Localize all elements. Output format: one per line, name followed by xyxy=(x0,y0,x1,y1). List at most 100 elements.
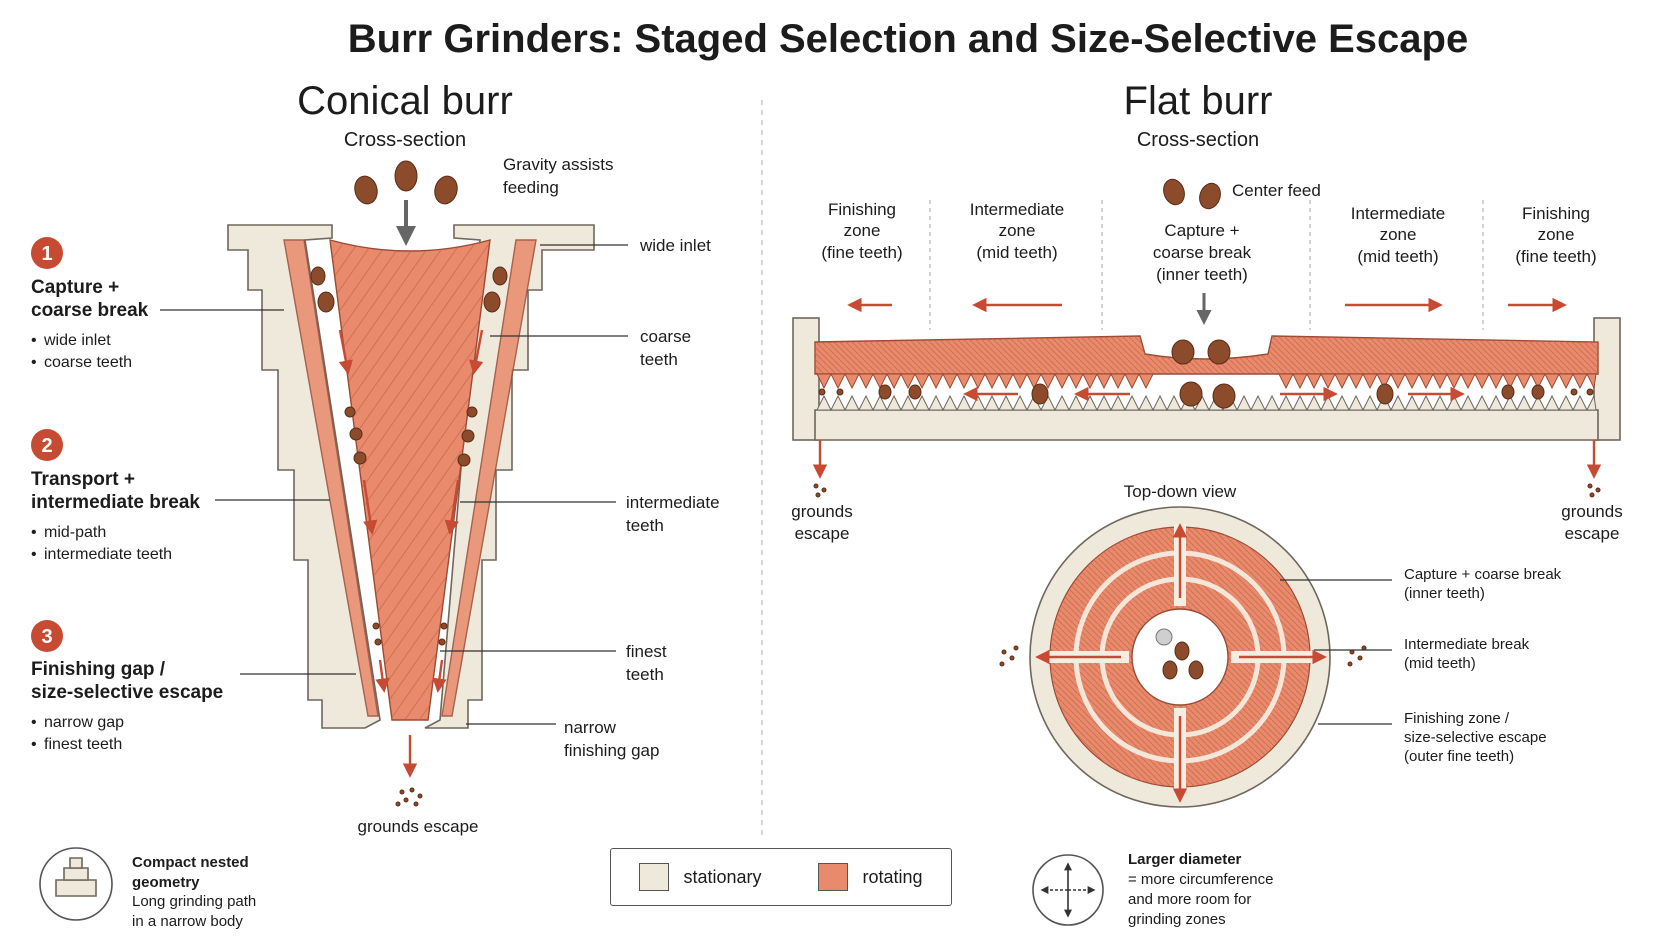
flat-top-teeth xyxy=(816,372,1597,390)
conical-outer-burr-left xyxy=(227,224,381,729)
svg-text:•: • xyxy=(31,736,37,753)
svg-text:geometry: geometry xyxy=(132,874,200,891)
svg-text:zone: zone xyxy=(1380,225,1417,244)
svg-text:2: 2 xyxy=(41,435,52,457)
svg-text:escape: escape xyxy=(795,524,850,543)
conical-step-3: 3 Finishing gap / size-selective escape … xyxy=(31,620,356,753)
legend-label-rotating: rotating xyxy=(862,866,923,887)
svg-text:Long grinding path: Long grinding path xyxy=(132,893,256,910)
svg-text:(fine teeth): (fine teeth) xyxy=(1515,247,1596,266)
svg-text:wide inlet: wide inlet xyxy=(43,332,111,349)
conical-callouts: wide inlet coarse teeth intermediate tee… xyxy=(440,236,720,760)
svg-text:finest: finest xyxy=(626,642,667,661)
topdown-callouts: Capture + coarse break (inner teeth) Int… xyxy=(1280,566,1562,765)
flat-section: Flat burr Cross-section Center feed Fini… xyxy=(791,79,1622,928)
svg-text:narrow: narrow xyxy=(564,718,617,737)
svg-text:Finishing: Finishing xyxy=(1522,204,1590,223)
svg-text:Finishing: Finishing xyxy=(828,200,896,219)
svg-text:in a narrow body: in a narrow body xyxy=(132,913,243,930)
gravity-label-1: Gravity assists xyxy=(503,155,614,174)
svg-text:Capture +: Capture + xyxy=(31,277,119,298)
svg-text:Intermediate: Intermediate xyxy=(970,200,1065,219)
svg-text:teeth: teeth xyxy=(640,350,678,369)
legend-item-rotating: rotating xyxy=(818,863,923,891)
callout-wide-inlet: wide inlet xyxy=(639,236,711,255)
svg-text:zone: zone xyxy=(999,221,1036,240)
svg-text:1: 1 xyxy=(41,243,52,265)
legend-label-stationary: stationary xyxy=(683,866,762,887)
flat-bottom-burr xyxy=(814,409,1599,441)
svg-text:grinding zones: grinding zones xyxy=(1128,911,1226,928)
rotating-swatch xyxy=(818,863,849,891)
outer-teeth-strip-right xyxy=(441,239,537,717)
svg-text:intermediate teeth: intermediate teeth xyxy=(44,546,172,563)
compact-geometry-note: Compact nested geometry Long grinding pa… xyxy=(39,847,256,930)
flat-bottom-teeth xyxy=(816,394,1597,412)
svg-text:•: • xyxy=(31,524,37,541)
svg-text:coarse break: coarse break xyxy=(1153,243,1252,262)
svg-text:•: • xyxy=(31,354,37,371)
svg-text:(mid teeth): (mid teeth) xyxy=(976,243,1057,262)
svg-text:Intermediate: Intermediate xyxy=(1351,204,1446,223)
conical-heading: Conical burr xyxy=(297,79,513,123)
svg-text:(outer fine teeth): (outer fine teeth) xyxy=(1404,748,1514,765)
conical-input-beans xyxy=(354,160,458,205)
conical-step-2: 2 Transport + intermediate break • mid-p… xyxy=(31,429,330,563)
svg-text:finest teeth: finest teeth xyxy=(44,736,122,753)
svg-text:(mid teeth): (mid teeth) xyxy=(1404,655,1476,672)
flat-zone-labels: Finishing zone (fine teeth) Intermediate… xyxy=(821,200,1597,330)
conical-grounds-dots xyxy=(395,787,423,807)
svg-text:Finishing gap /: Finishing gap / xyxy=(31,659,166,680)
svg-text:coarse teeth: coarse teeth xyxy=(44,354,132,371)
svg-text:•: • xyxy=(31,546,37,563)
flat-view-label: Cross-section xyxy=(1137,129,1259,151)
svg-text:•: • xyxy=(31,714,37,731)
svg-text:coarse break: coarse break xyxy=(31,300,149,321)
svg-text:Capture + coarse break: Capture + coarse break xyxy=(1404,566,1562,583)
outer-teeth-strip-left xyxy=(283,239,379,717)
svg-text:intermediate: intermediate xyxy=(626,493,720,512)
svg-text:escape: escape xyxy=(1565,524,1620,543)
svg-text:size-selective escape: size-selective escape xyxy=(31,682,223,703)
svg-text:Intermediate break: Intermediate break xyxy=(1404,636,1530,653)
svg-text:Transport +: Transport + xyxy=(31,469,135,490)
conical-section: Conical burr Cross-section Gravity assis… xyxy=(31,79,720,930)
svg-text:zone: zone xyxy=(1538,225,1575,244)
svg-text:narrow gap: narrow gap xyxy=(44,714,124,731)
svg-text:teeth: teeth xyxy=(626,516,664,535)
gravity-label-2: feeding xyxy=(503,178,559,197)
flat-topdown-view xyxy=(999,506,1367,808)
flat-burr-cross-section xyxy=(792,317,1621,441)
larger-diameter-note: Larger diameter = more circumference and… xyxy=(1032,851,1273,928)
svg-text:(inner teeth): (inner teeth) xyxy=(1156,265,1248,284)
conical-step-1: 1 Capture + coarse break • wide inlet • … xyxy=(31,237,284,371)
svg-text:(mid teeth): (mid teeth) xyxy=(1357,247,1438,266)
conical-view-label: Cross-section xyxy=(344,129,466,151)
svg-text:size-selective escape: size-selective escape xyxy=(1404,729,1547,746)
svg-text:zone: zone xyxy=(844,221,881,240)
stationary-swatch xyxy=(639,863,670,891)
svg-text:Compact nested: Compact nested xyxy=(132,854,249,871)
svg-text:Larger diameter: Larger diameter xyxy=(1128,851,1242,868)
page-title: Burr Grinders: Staged Selection and Size… xyxy=(348,17,1468,61)
svg-text:grounds: grounds xyxy=(1561,502,1622,521)
svg-text:grounds: grounds xyxy=(791,502,852,521)
svg-text:= more circumference: = more circumference xyxy=(1128,871,1273,888)
svg-text:(fine teeth): (fine teeth) xyxy=(821,243,902,262)
legend-item-stationary: stationary xyxy=(639,863,762,891)
conical-chamber-particles xyxy=(310,266,508,646)
svg-text:teeth: teeth xyxy=(626,665,664,684)
svg-text:3: 3 xyxy=(41,626,52,648)
legend: stationary rotating xyxy=(610,848,952,906)
svg-text:and more room for: and more room for xyxy=(1128,891,1251,908)
center-feed-label: Center feed xyxy=(1232,181,1321,200)
svg-text:coarse: coarse xyxy=(640,327,691,346)
svg-text:intermediate break: intermediate break xyxy=(31,492,200,513)
svg-text:mid-path: mid-path xyxy=(44,524,106,541)
svg-text:(inner teeth): (inner teeth) xyxy=(1404,585,1485,602)
conical-grounds-label: grounds escape xyxy=(358,817,479,836)
svg-text:Capture +: Capture + xyxy=(1164,221,1239,240)
step-1-badge xyxy=(31,237,63,269)
svg-text:finishing gap: finishing gap xyxy=(564,741,659,760)
